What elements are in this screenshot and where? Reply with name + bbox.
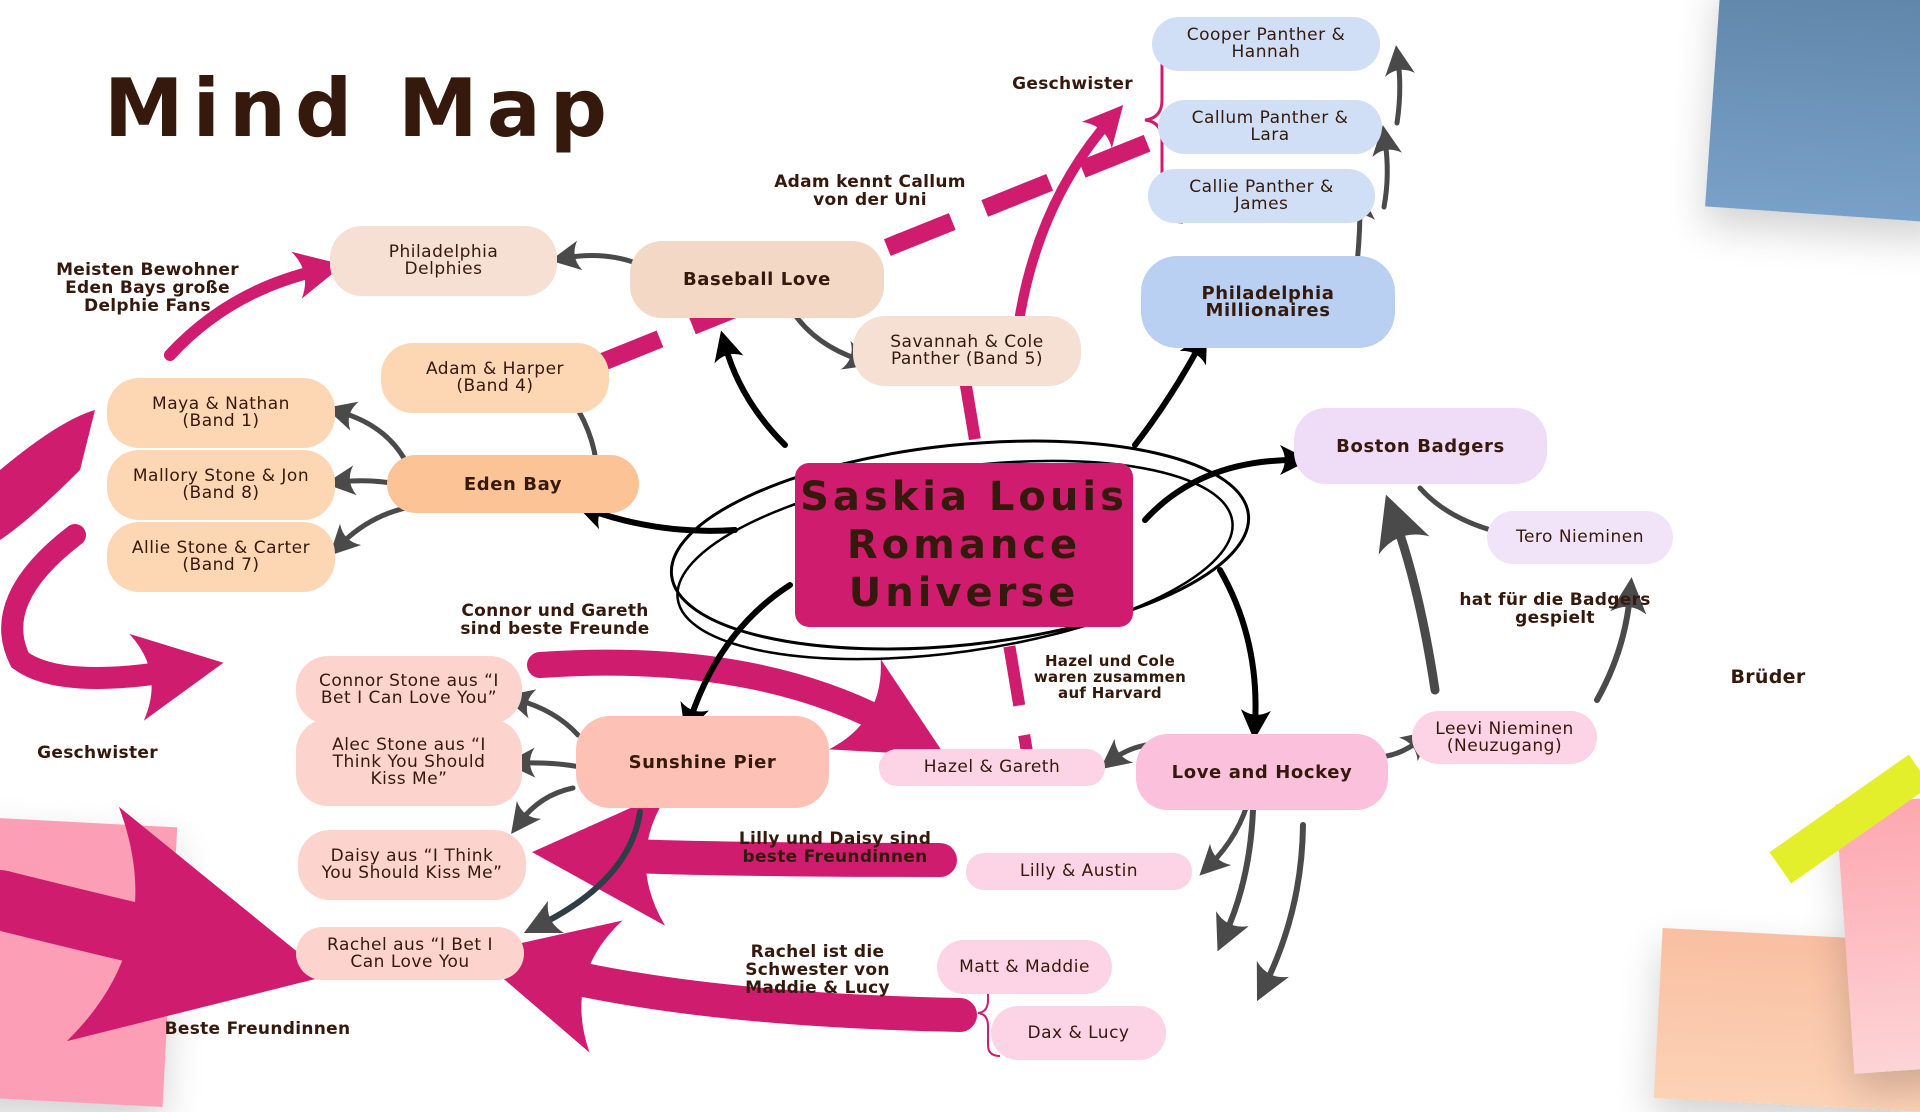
node-cooper-hannah[interactable]: Cooper Panther & Hannah — [1152, 17, 1380, 71]
annotation-lilly-daisy: Lilly und Daisy sind beste Freundinnen — [738, 829, 932, 867]
arrow-sunshine-to-daisy — [511, 785, 576, 835]
node-connor-stone[interactable]: Connor Stone aus “I Bet I Can Love You” — [296, 656, 522, 724]
node-adam-harper[interactable]: Adam & Harper (Band 4) — [381, 343, 609, 413]
arrow-center-to-sunshine — [680, 582, 793, 735]
node-lilly-austin[interactable]: Lilly & Austin — [966, 853, 1192, 890]
node-rachel[interactable]: Rachel aus “I Bet I Can Love You — [296, 927, 524, 980]
node-mallory-jon[interactable]: Mallory Stone & Jon (Band 8) — [107, 450, 335, 520]
arrow-sunshine-to-rachel — [523, 809, 643, 934]
node-love-and-hockey[interactable]: Love and Hockey — [1136, 734, 1388, 810]
arrow-center-to-millionaires — [1132, 331, 1208, 448]
brush-arrow-lilly-daisy — [532, 789, 957, 926]
node-matt-maddie[interactable]: Matt & Maddie — [937, 940, 1112, 994]
brush-arrow-geschwister-left — [1, 524, 224, 721]
arrow-hockey-to-dax — [1256, 822, 1306, 1002]
arrow-hockey-to-matt — [1216, 807, 1256, 952]
annotation-hazel-cole: Hazel und Cole waren zusammen auf Harvar… — [1033, 652, 1187, 702]
arrow-callie-to-callum — [1372, 125, 1402, 210]
node-dax-lucy[interactable]: Dax & Lucy — [991, 1006, 1166, 1060]
node-allie-carter[interactable]: Allie Stone & Carter (Band 7) — [107, 522, 335, 592]
arrow-center-to-baseball — [714, 330, 788, 448]
arrow-edenbay-to-allie — [329, 504, 413, 556]
node-baseball-love[interactable]: Baseball Love — [630, 241, 884, 318]
arrow-leevi-to-tero — [1594, 577, 1647, 703]
node-leevi-nieminen[interactable]: Leevi Nieminen (Neuzugang) — [1412, 711, 1597, 764]
arrow-center-to-badgers — [1142, 445, 1310, 523]
brush-arrow-delphie-fans — [164, 251, 344, 361]
node-eden-bay[interactable]: Eden Bay — [387, 455, 639, 513]
brush-arrow-to-geschwister-top — [1015, 104, 1124, 320]
arrow-center-to-hockey — [1217, 567, 1271, 740]
annotation-badgers-played: hat für die Badgers gespielt — [1459, 590, 1651, 628]
central-node[interactable]: Saskia Louis Romance Universe — [795, 463, 1133, 627]
node-callum-lara[interactable]: Callum Panther & Lara — [1158, 100, 1382, 154]
node-maya-nathan[interactable]: Maya & Nathan (Band 1) — [107, 378, 335, 448]
brush-arrow-rachel-sister — [474, 920, 977, 1053]
arrow-leevi-to-badgers — [1378, 494, 1440, 695]
arrow-sunshine-to-alec — [505, 747, 583, 778]
connectors-layer — [0, 20, 1647, 1057]
annotation-beste-freundinnen: Beste Freundinnen — [164, 1019, 351, 1039]
node-hazel-gareth[interactable]: Hazel & Gareth — [879, 749, 1105, 786]
annotation-connor-gareth: Connor und Gareth sind beste Freunde — [460, 601, 650, 639]
node-alec-stone[interactable]: Alec Stone aus “I Think You Should Kiss … — [296, 719, 522, 806]
node-callie-james[interactable]: Callie Panther & James — [1148, 169, 1375, 223]
annotation-brueder: Brüder — [1730, 666, 1806, 688]
annotation-adam-callum: Adam kennt Callum von der Uni — [774, 172, 966, 210]
arrow-center-to-edenbay — [575, 500, 738, 534]
annotation-delphie-fans: Meisten Bewohner Eden Bays große Delphie… — [56, 260, 239, 316]
node-philadelphia-millionaires[interactable]: Philadelphia Millionaires — [1141, 256, 1395, 348]
arrow-edenbay-to-maya — [325, 401, 408, 463]
annotation-rachel-sister: Rachel ist die Schwester von Maddie & Lu… — [745, 942, 890, 998]
center-swirl-ellipse-1 — [669, 439, 1251, 651]
node-sunshine-pier[interactable]: Sunshine Pier — [576, 716, 829, 808]
brush-arrow-connor-gareth — [527, 649, 946, 756]
node-philadelphia-delphies[interactable]: Philadelphia Delphies — [330, 226, 557, 296]
arrow-baseball-to-savannah — [790, 309, 875, 370]
brush-stroke-left-top — [0, 410, 95, 540]
annotation-geschwister-left: Geschwister — [37, 743, 158, 763]
page-title: Mind Map — [104, 62, 616, 155]
node-tero-nieminen[interactable]: Tero Nieminen — [1487, 511, 1673, 564]
node-boston-badgers[interactable]: Boston Badgers — [1294, 408, 1547, 484]
node-savannah-cole[interactable]: Savannah & Cole Panther (Band 5) — [853, 316, 1081, 386]
annotation-geschwister-top: Geschwister — [1012, 74, 1133, 94]
node-daisy[interactable]: Daisy aus “I Think You Should Kiss Me” — [298, 830, 526, 900]
brush-arrow-beste-freundinnen-left — [0, 806, 328, 1042]
arrow-callum-to-cooper — [1385, 45, 1415, 126]
arrow-sunshine-to-connor — [503, 689, 581, 738]
